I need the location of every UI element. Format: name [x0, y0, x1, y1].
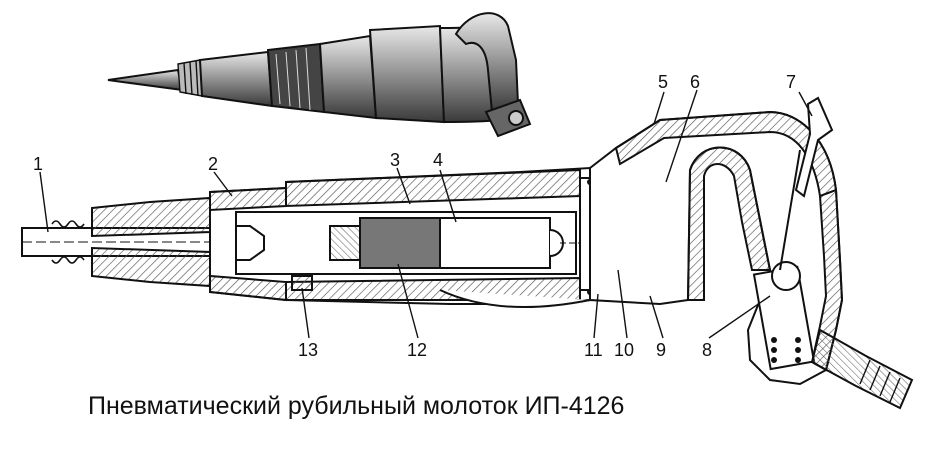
callout-5: 5 — [658, 72, 668, 92]
hammer-overview-illustration — [107, 12, 532, 138]
callout-labels: 1 2 3 4 5 6 7 8 9 10 11 12 13 — [33, 72, 796, 360]
callout-4: 4 — [433, 150, 443, 170]
callout-leaders — [39, 89, 813, 339]
callout-9: 9 — [656, 340, 666, 360]
callout-11: 11 — [584, 340, 603, 360]
callout-10: 10 — [614, 340, 634, 360]
callout-12: 12 — [407, 340, 427, 360]
figure-caption: Пневматический рубильный молоток ИП-4126 — [88, 392, 625, 420]
callout-1: 1 — [33, 154, 43, 174]
callout-2: 2 — [208, 154, 218, 174]
callout-13: 13 — [298, 340, 318, 360]
callout-8: 8 — [702, 340, 712, 360]
callout-7: 7 — [786, 72, 796, 92]
callout-3: 3 — [390, 150, 400, 170]
callout-6: 6 — [690, 72, 700, 92]
hammer-section-drawing — [21, 96, 914, 410]
